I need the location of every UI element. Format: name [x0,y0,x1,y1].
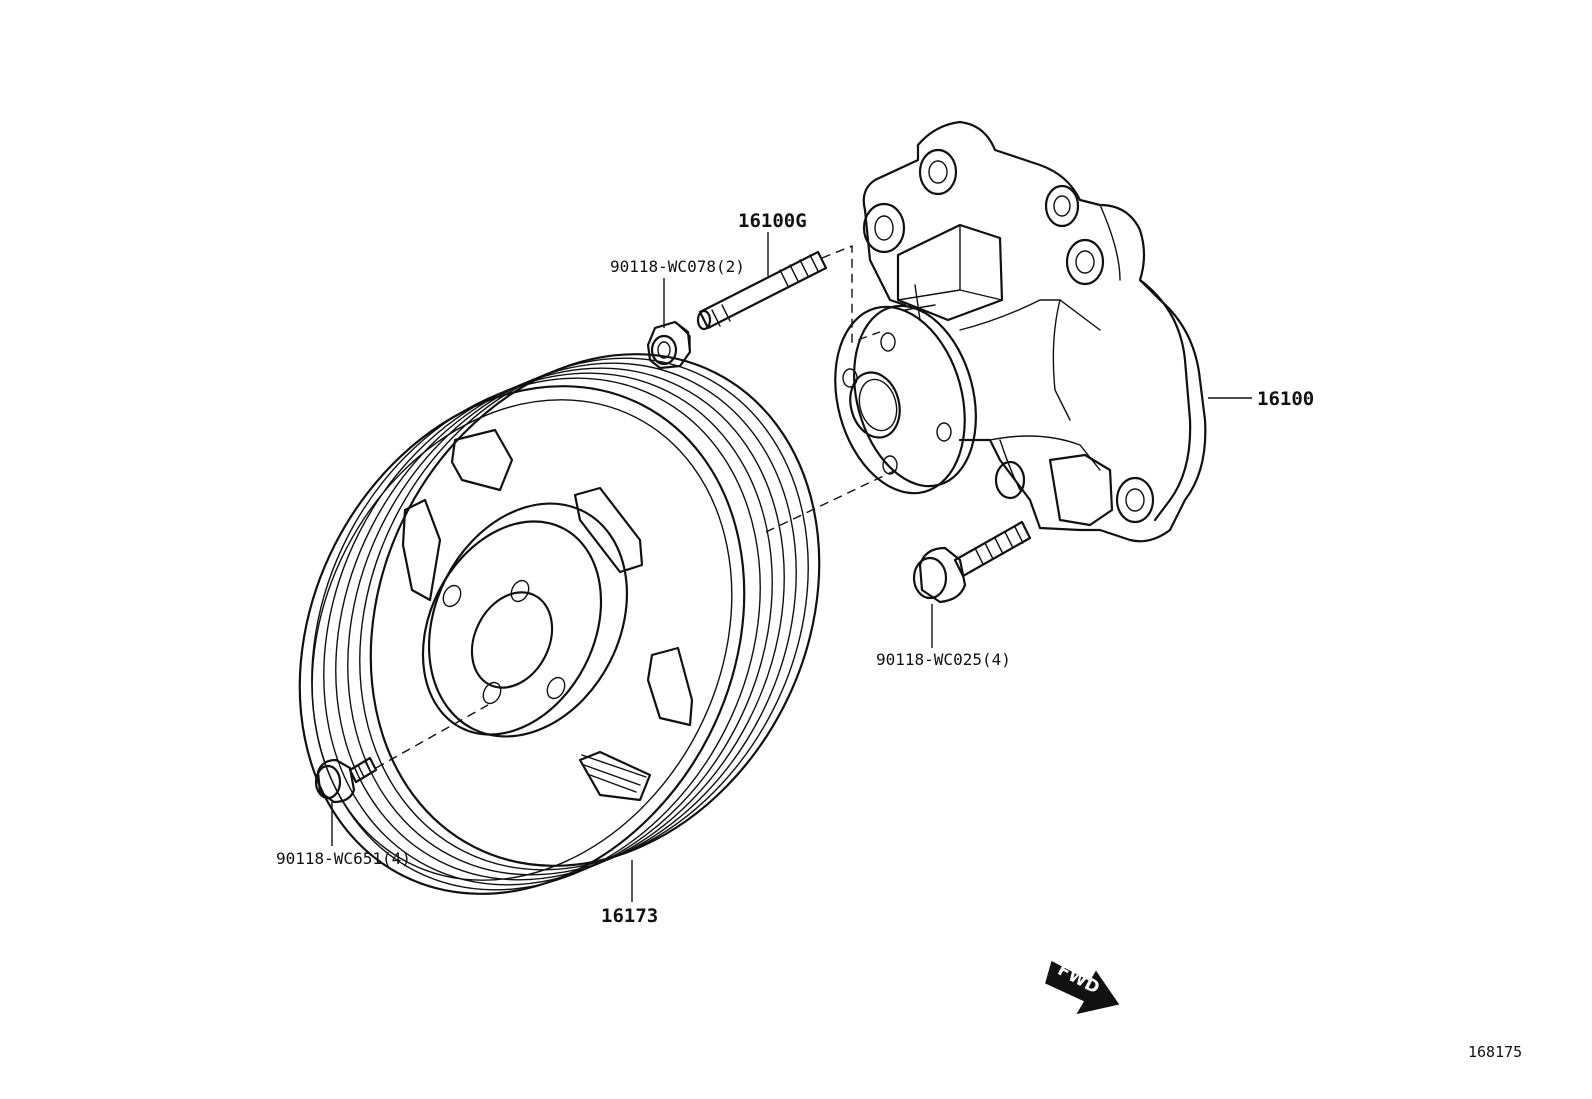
callout-90118-wc025[interactable]: 90118-WC025(4) [876,650,1011,669]
pulley-bolt-drawing [314,756,378,804]
callout-90118-wc651[interactable]: 90118-WC651(4) [276,849,411,868]
leader-lines [331,232,1252,902]
callout-16173[interactable]: 16173 [601,905,658,927]
alignment-lines [375,244,897,769]
callout-16100[interactable]: 16100 [1257,388,1314,410]
pump-bolt-drawing [912,520,1032,604]
callout-16100g[interactable]: 16100G [738,210,807,232]
callout-90118-wc078[interactable]: 90118-WC078(2) [610,257,745,276]
stud-drawing [696,250,828,331]
diagram-number: 168175 [1468,1043,1522,1061]
nut-drawing [646,320,692,370]
pulley-drawing [298,353,821,895]
water-pump-drawing [834,120,1207,543]
fwd-arrow-icon: FWD [1045,960,1120,1015]
